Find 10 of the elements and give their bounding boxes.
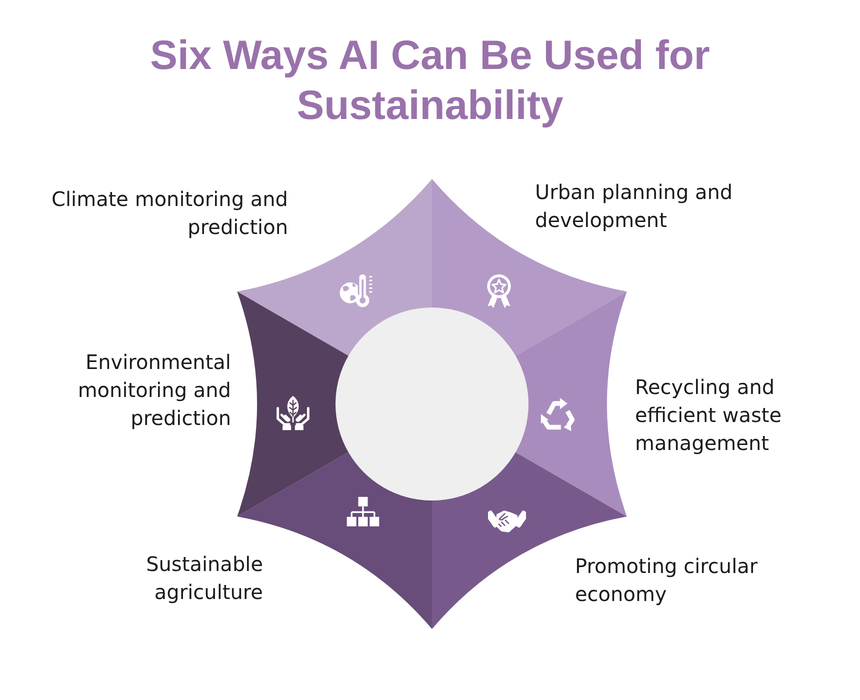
star-segment [237,291,349,517]
title: Six Ways AI Can Be Used for Sustainability [149,31,711,130]
category-label: Sustainable agriculture [145,551,263,606]
category-label: Environmental monitoring and prediction [76,349,231,432]
center-disc [335,307,529,501]
category-label: Urban planning and development [535,179,734,234]
category-label: Recycling and efficient waste management [635,374,783,457]
category-label: Promoting circular economy [575,553,759,608]
category-label: Climate monitoring and prediction [50,186,288,241]
star-segment [515,291,627,517]
